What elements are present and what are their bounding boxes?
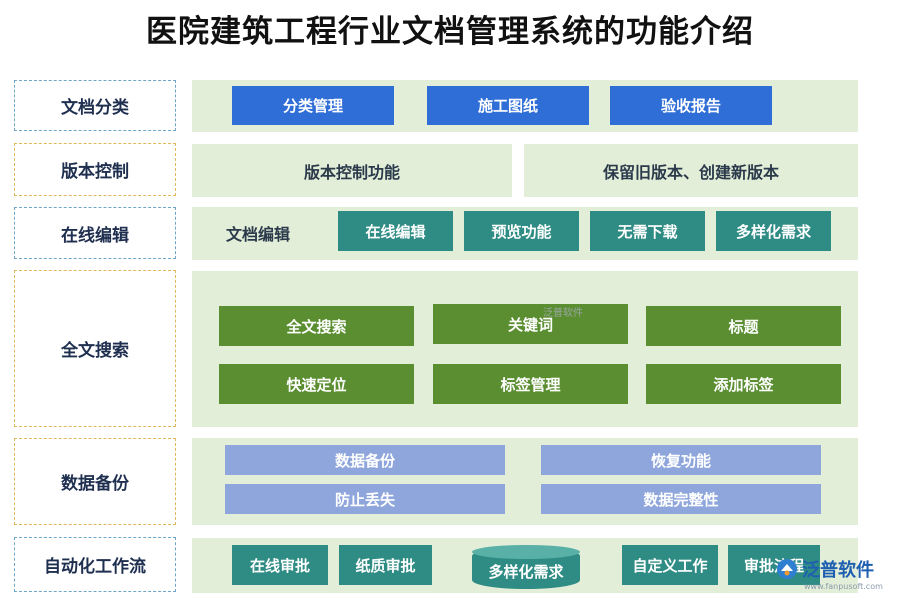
item-workflow-diverse-needs-label: 多样化需求 [488, 562, 564, 581]
item-heading: 标题 [646, 306, 841, 346]
item-quick-locate: 快速定位 [219, 364, 414, 404]
item-online-edit: 在线编辑 [338, 211, 453, 251]
item-acceptance-report: 验收报告 [610, 86, 772, 125]
row-label-online-edit: 在线编辑 [14, 207, 176, 259]
cylinder-top [472, 545, 580, 559]
row-label-auto-workflow: 自动化工作流 [14, 537, 176, 592]
item-paper-approval: 纸质审批 [339, 545, 432, 585]
item-diverse-needs: 多样化需求 [716, 211, 831, 251]
item-custom-workflow: 自定义工作 [622, 545, 718, 585]
item-keyword: 关键词 [433, 304, 628, 344]
brand-logo-url: www.fanpusoft.com [804, 582, 883, 591]
row-label-fulltext-search: 全文搜索 [14, 270, 176, 427]
item-prevent-loss: 防止丢失 [225, 484, 505, 514]
brand-logo-name: 泛普软件 [802, 560, 874, 581]
row-label-doc-category: 文档分类 [14, 80, 176, 131]
item-tag-management: 标签管理 [433, 364, 628, 404]
item-version-control-function: 版本控制功能 [192, 144, 512, 197]
item-data-backup: 数据备份 [225, 445, 505, 475]
item-doc-editing: 文档编辑 [226, 225, 291, 244]
item-preview: 预览功能 [464, 211, 579, 251]
item-fulltext-search: 全文搜索 [219, 306, 414, 346]
item-construction-drawings: 施工图纸 [427, 86, 589, 125]
brand-logo-icon [777, 559, 797, 579]
row-label-version-control: 版本控制 [14, 143, 176, 196]
item-data-integrity: 数据完整性 [541, 484, 821, 514]
page-title: 医院建筑工程行业文档管理系统的功能介绍 [146, 14, 754, 50]
item-online-approval: 在线审批 [232, 545, 328, 585]
row-label-data-backup: 数据备份 [14, 438, 176, 525]
item-no-download: 无需下载 [590, 211, 705, 251]
watermark: 泛普软件 [543, 308, 583, 319]
brand-logo: 泛普软件 [776, 556, 874, 582]
item-category-management: 分类管理 [232, 86, 394, 125]
item-keep-old-create-new: 保留旧版本、创建新版本 [524, 144, 858, 197]
item-add-tag: 添加标签 [646, 364, 841, 404]
item-restore: 恢复功能 [541, 445, 821, 475]
